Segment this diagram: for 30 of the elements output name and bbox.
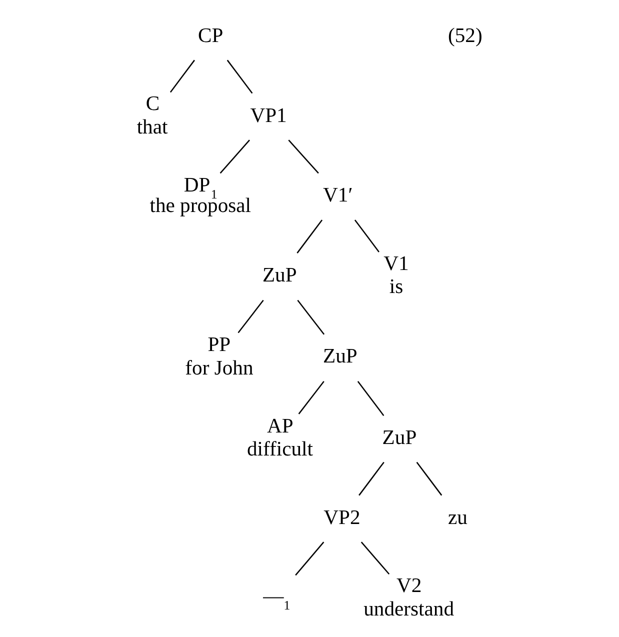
connector: [416, 462, 442, 496]
label: (52): [448, 24, 482, 47]
node-text: ZuP: [262, 264, 297, 287]
node-text: DP$_{1}$ the proposal: [150, 174, 252, 217]
node-text: CP: [198, 24, 224, 47]
node-text: V1 is: [384, 252, 409, 298]
connector: [358, 462, 384, 496]
node-text: VP1: [250, 104, 287, 127]
connector: [296, 220, 323, 254]
node-text: V1′: [323, 184, 353, 207]
node-text: ZuP: [323, 346, 358, 368]
connector: [360, 542, 390, 575]
node-text: VP2: [324, 506, 360, 529]
connector: [220, 140, 250, 174]
node-text: ZuP: [382, 426, 417, 449]
connector: [295, 542, 324, 576]
connector: [297, 300, 325, 335]
node-text: AP difficult: [247, 415, 314, 460]
node-text: V2 understand: [364, 575, 454, 620]
connector: [226, 60, 253, 94]
connector: [238, 300, 264, 334]
node-text: PP for John: [185, 334, 254, 380]
connector: [354, 220, 380, 252]
connector: [170, 60, 195, 93]
connector: [288, 140, 319, 174]
connector: [298, 381, 324, 414]
node-text: —$_{1}$: [263, 585, 290, 612]
node-text: C that: [136, 93, 168, 138]
node-text: zu: [448, 506, 468, 529]
connector: [357, 381, 384, 416]
